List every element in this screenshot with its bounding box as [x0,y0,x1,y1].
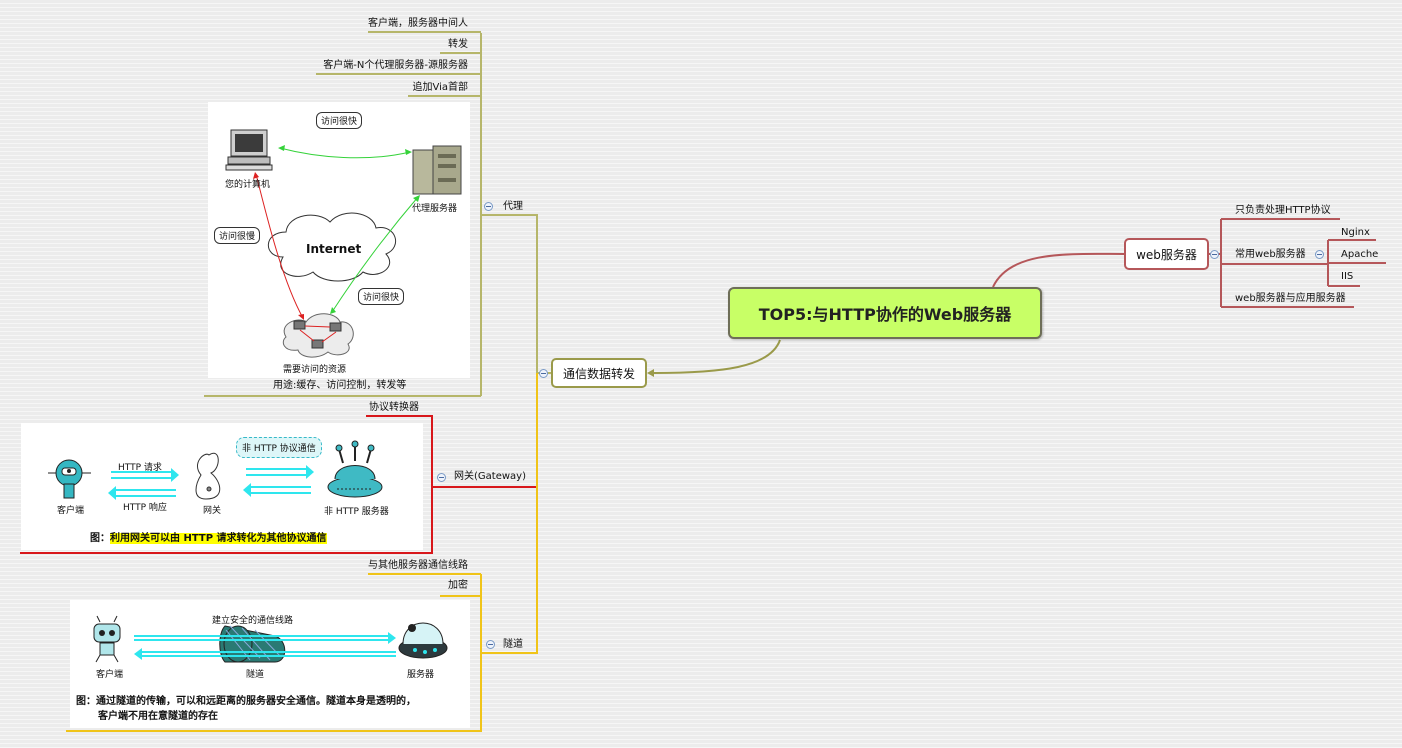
proxy-diagram-art [225,129,462,358]
non-http-comm-label: 非 HTTP 协议通信 [236,437,322,458]
collapse-proxy-icon[interactable] [484,202,493,211]
gateway-figure: HTTP 请求 HTTP 响应 非 HTTP 协议通信 客户端 网关 非 HTT… [21,423,423,550]
proxy-server-icon [412,145,462,195]
tunnel-item-encrypt[interactable]: 加密 [448,580,468,591]
gateway-label: 网关 [203,506,222,516]
client-robot-icon [48,459,91,499]
gateway-topic[interactable]: 网关(Gateway) [454,471,526,482]
web-apache[interactable]: Apache [1341,249,1379,260]
non-http-server-icon [327,440,383,498]
bubble-fast-top: 访问很快 [316,112,363,129]
web-vs-app-server[interactable]: web服务器与应用服务器 [1235,293,1346,304]
connector-comm-tunnel [482,373,538,654]
tunnel-caption-line2: 客户端不用在意隧道的存在 [98,711,218,722]
connector-gateway-children [20,415,433,554]
internet-label: Internet [306,242,362,256]
collapse-common-servers-icon[interactable] [1315,250,1324,259]
proxy-figure: 访问很快 访问很慢 访问很快 您的计算机 代理服务器 Internet 需要访问… [208,102,470,378]
tunnel-label: 隧道 [246,670,265,680]
connector-root-web [992,252,1125,288]
gateway-caption: 图：利用网关可以由 HTTP 请求转化为其他协议通信 [90,529,327,544]
tunnel-figure: 建立安全的通信线路 客户端 隧道 服务器 图：通过隧道的传输，可以和远距离的服务… [70,600,470,728]
collapse-tunnel-icon[interactable] [486,640,495,649]
collapse-web-server-icon[interactable] [1210,250,1219,259]
proxy-usage[interactable]: 用途:缓存、访问控制，转发等 [273,380,407,391]
proxy-item-chain[interactable]: 客户端-N个代理服务器-源服务器 [323,60,468,71]
proxy-topic[interactable]: 代理 [503,201,523,212]
web-server-topic[interactable]: web服务器 [1124,238,1209,270]
gateway-client-label: 客户端 [57,506,85,516]
gateway-caption-main: 利用网关可以由 HTTP 请求转化为其他协议通信 [110,533,327,544]
collapse-gateway-icon[interactable] [437,473,446,482]
tunnel-diagram-art [93,615,448,663]
pc-label: 您的计算机 [225,180,271,190]
connector-tunnel-children [66,573,482,732]
tunnel-server-label: 服务器 [407,670,435,680]
gateway-caption-prefix: 图： [90,533,110,544]
secure-line-label: 建立安全的通信线路 [212,616,294,626]
connector-comm-proxy [480,214,551,374]
comm-forward-topic[interactable]: 通信数据转发 [551,358,647,388]
gateway-item-converter[interactable]: 协议转换器 [369,402,419,413]
web-common-servers[interactable]: 常用web服务器 [1235,249,1306,260]
http-response-label: HTTP 响应 [123,503,167,513]
web-iis[interactable]: IIS [1341,271,1354,282]
tunnel-caption-line1: 图：通过隧道的传输，可以和远距离的服务器安全通信。隧道本身是透明的， [76,696,416,707]
gateway-figure-icon [195,452,221,500]
resource-cloud-icon [282,313,354,358]
web-only-http[interactable]: 只负责处理HTTP协议 [1235,205,1331,216]
bubble-fast-bottom: 访问很快 [358,288,405,305]
connector-comm-gateway [432,373,538,488]
http-request-label: HTTP 请求 [118,463,162,473]
proxy-server-label: 代理服务器 [412,204,458,214]
web-nginx[interactable]: Nginx [1341,227,1370,238]
proxy-item-forward[interactable]: 转发 [448,39,468,50]
arrow-proxy-resource [331,196,419,313]
collapse-comm-icon[interactable] [539,369,548,378]
computer-icon [225,129,273,171]
tunnel-client-label: 客户端 [96,670,124,680]
proxy-item-middleman[interactable]: 客户端，服务器中间人 [368,18,468,29]
arrow-pc-proxy [279,147,411,159]
tunnel-topic[interactable]: 隧道 [503,639,523,650]
bubble-slow: 访问很慢 [214,227,261,244]
tunnel-client-robot-icon [93,615,121,663]
tunnel-item-line[interactable]: 与其他服务器通信线路 [368,560,468,571]
connector-root-comm [653,339,781,374]
connector-proxy-children [204,31,482,397]
arrow-pc-resource [255,173,304,319]
proxy-item-via[interactable]: 追加Via首部 [412,82,468,93]
resource-label: 需要访问的资源 [283,365,347,375]
gateway-diagram-art [48,440,383,500]
non-http-server-label: 非 HTTP 服务器 [324,507,389,517]
root-topic[interactable]: TOP5:与HTTP协作的Web服务器 [728,287,1042,339]
connector-web-children [1208,218,1386,308]
tunnel-server-icon [398,622,448,659]
